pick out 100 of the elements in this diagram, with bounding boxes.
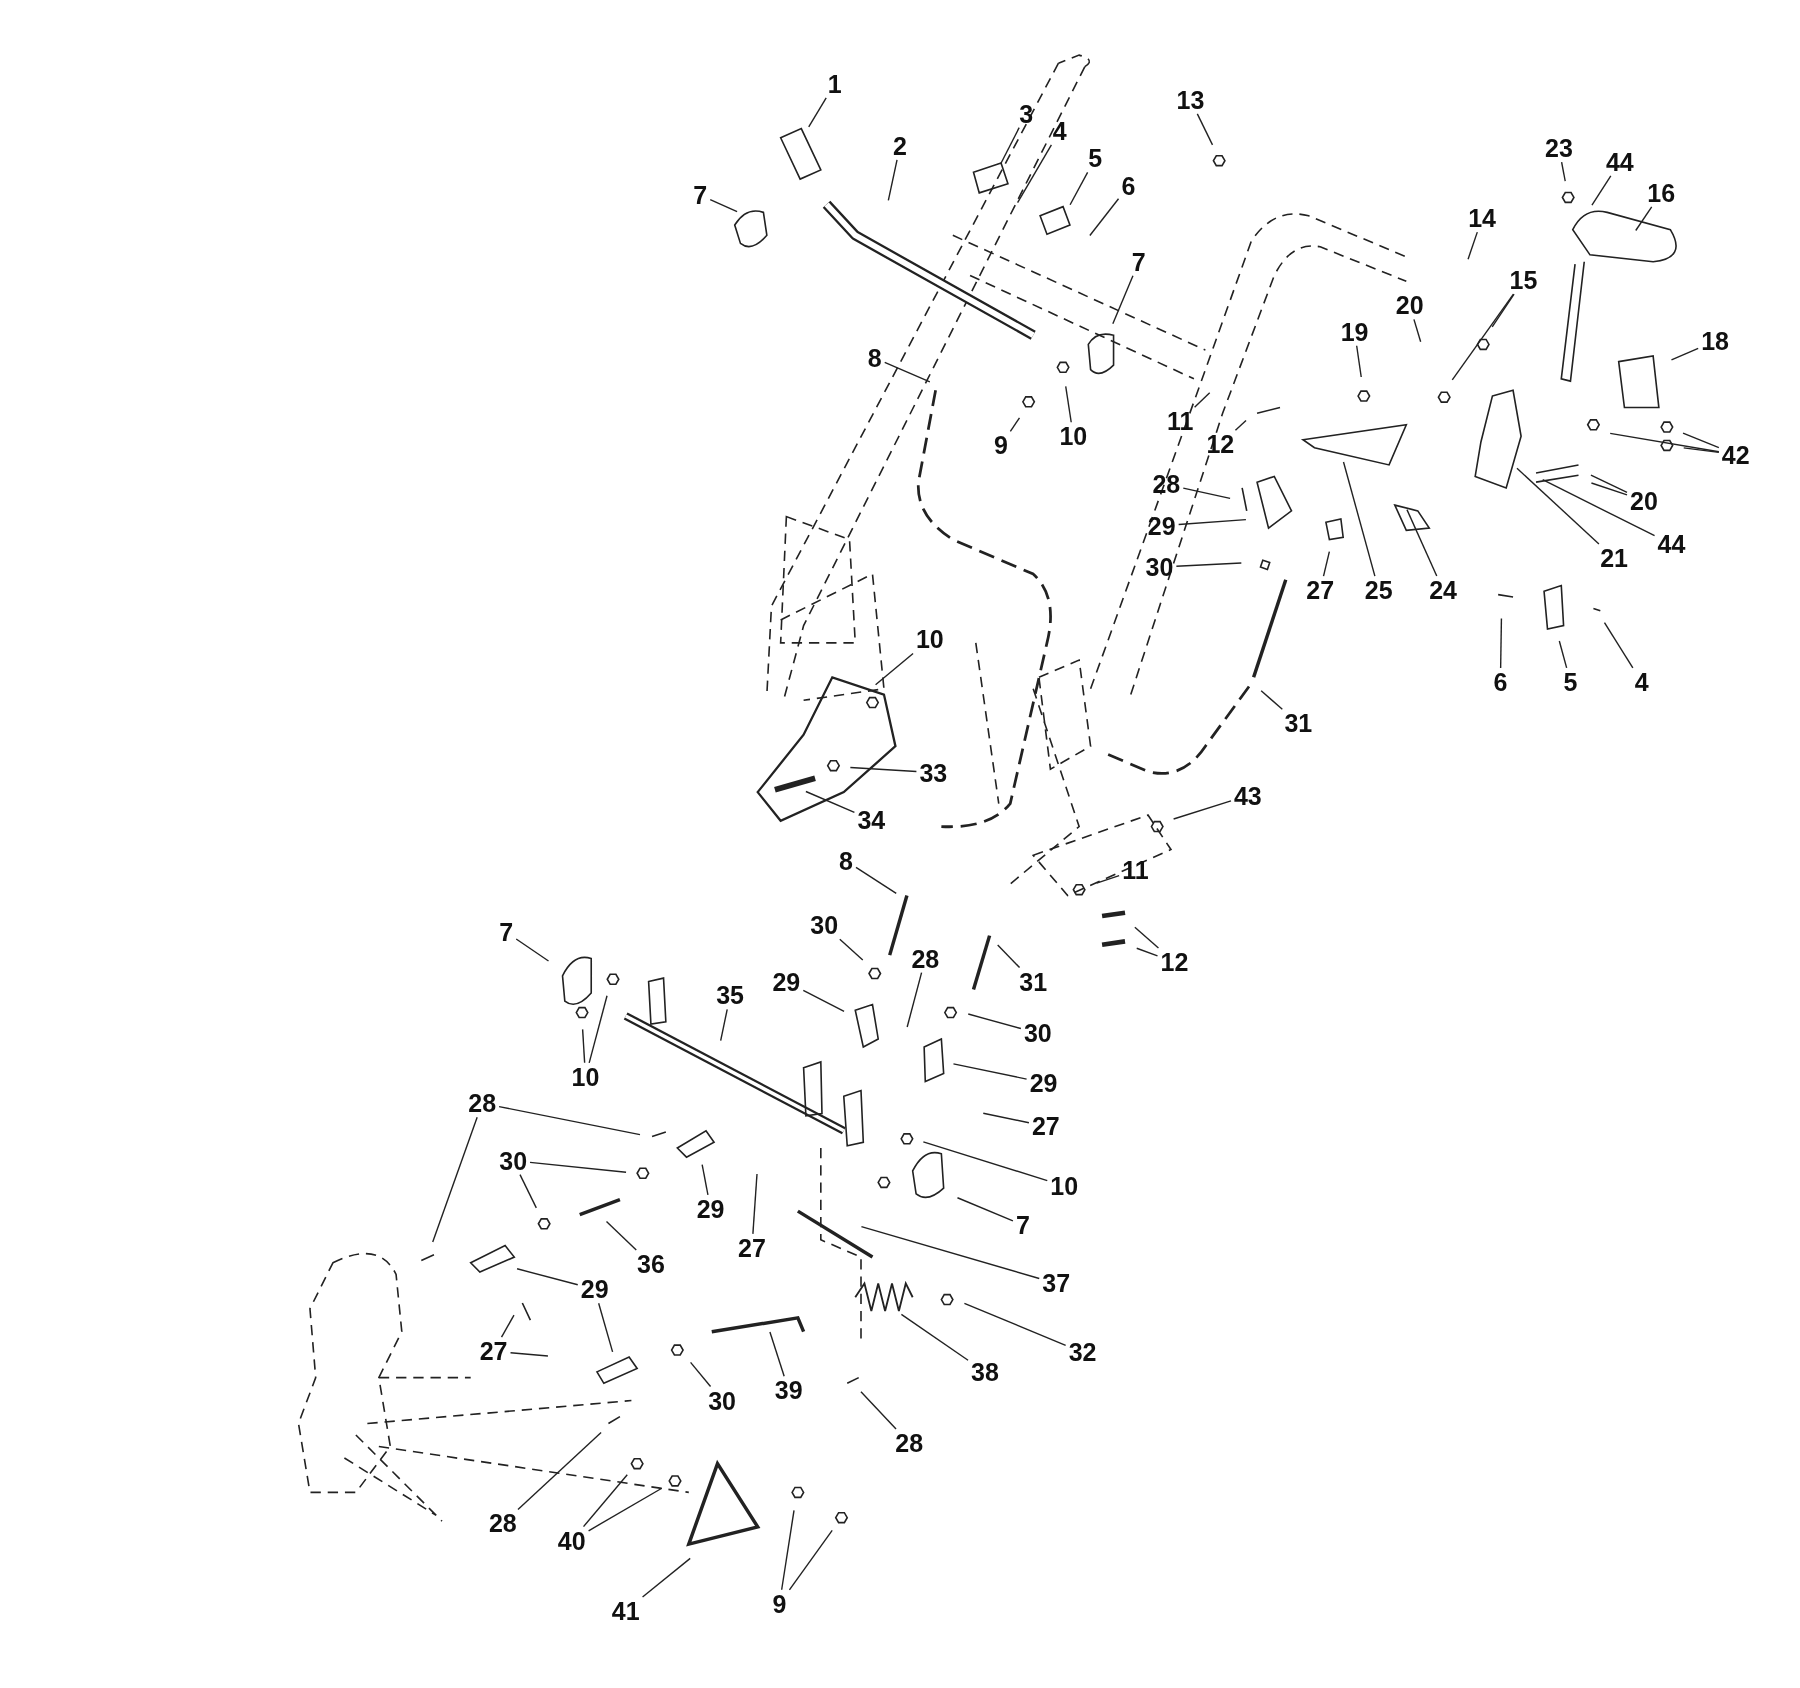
- leader-line: [641, 1557, 691, 1598]
- callout-number: 8: [839, 848, 853, 874]
- leader-line: [1193, 392, 1211, 408]
- callout-number: 19: [1340, 318, 1369, 345]
- leader-line: [967, 1013, 1022, 1030]
- callout-number: 35: [716, 982, 745, 1009]
- leader-line: [498, 1105, 641, 1136]
- callout-number: 10: [1050, 1172, 1079, 1199]
- leader-line: [1177, 518, 1247, 526]
- leader-line: [1558, 640, 1568, 669]
- callout-number: 5: [1088, 145, 1103, 172]
- callout-number: 34: [857, 806, 886, 833]
- leader-line: [709, 198, 738, 213]
- leader-line: [1683, 447, 1720, 454]
- leader-line: [860, 1391, 897, 1430]
- leader-line: [516, 1268, 579, 1286]
- callout-number: 7: [499, 919, 514, 946]
- leader-line: [597, 1302, 614, 1353]
- callout-number: 29: [1029, 1069, 1058, 1096]
- callout-number: 27: [1306, 577, 1335, 604]
- leader-line: [515, 938, 550, 962]
- callout-number: 20: [1630, 487, 1658, 514]
- callout-number: 25: [1364, 577, 1393, 604]
- leader-line: [997, 944, 1021, 969]
- callout-number: 28: [488, 1510, 517, 1537]
- leader-line: [1136, 947, 1159, 957]
- callout-number: 12: [1206, 431, 1235, 458]
- leader-line: [1467, 231, 1478, 260]
- leader-line: [808, 97, 827, 128]
- leader-line: [689, 1361, 712, 1388]
- leader-line: [1499, 617, 1503, 669]
- leader-line: [1609, 432, 1720, 453]
- leader-line: [849, 766, 918, 773]
- leader-line: [1000, 126, 1020, 164]
- leader-line: [860, 1225, 1040, 1280]
- callout-number: 14: [1468, 205, 1496, 232]
- leader-line: [1260, 690, 1283, 710]
- leader-line: [1342, 461, 1376, 577]
- leader-line: [1069, 171, 1089, 206]
- callout-number: 30: [499, 1147, 528, 1174]
- leader-line: [1095, 874, 1120, 884]
- leader-line: [1112, 275, 1134, 325]
- leader-line: [855, 866, 897, 895]
- callout-number: 24: [1429, 577, 1457, 604]
- callout-number: 2: [893, 132, 907, 159]
- leader-line: [587, 1487, 663, 1532]
- leader-line: [720, 1008, 728, 1042]
- callout-number: 7: [693, 182, 708, 209]
- leader-line: [956, 1197, 1014, 1222]
- callout-number: 11: [1122, 857, 1149, 884]
- callout-number: 29: [696, 1195, 725, 1222]
- leader-line: [1516, 467, 1600, 545]
- callout-number: 10: [915, 626, 944, 653]
- leader-line: [1590, 482, 1628, 496]
- callout-number: 31: [1284, 710, 1313, 737]
- leader-line: [1413, 318, 1422, 343]
- leader-line: [1635, 206, 1653, 232]
- callout-number: 42: [1721, 441, 1750, 468]
- callout-number: 36: [637, 1250, 665, 1277]
- leader-line: [1591, 175, 1612, 206]
- leader-line: [963, 1302, 1067, 1347]
- callout-number: 37: [1042, 1270, 1071, 1297]
- callout-number: 9: [994, 432, 1008, 459]
- callout-number: 28: [911, 945, 940, 972]
- leader-line: [1406, 508, 1438, 577]
- leader-line: [1175, 562, 1243, 567]
- callout-number: 9: [772, 1590, 787, 1617]
- leader-line: [605, 1220, 637, 1251]
- callout-number: 28: [1152, 471, 1181, 498]
- leader-line: [1670, 347, 1699, 361]
- leader-line: [1560, 161, 1566, 182]
- callout-number: 43: [1233, 782, 1262, 809]
- leader-line: [1322, 550, 1331, 577]
- leader-line: [500, 1314, 515, 1338]
- leader-line: [1172, 800, 1232, 820]
- leader-line: [1451, 293, 1515, 381]
- callout-number: 30: [810, 912, 839, 939]
- callout-number: 28: [895, 1430, 924, 1457]
- callout-number: 44: [1657, 531, 1686, 558]
- leader-line: [1603, 621, 1634, 669]
- callout-number: 1: [827, 70, 842, 97]
- leader-line: [906, 971, 923, 1028]
- leader-line: [802, 989, 845, 1013]
- callout-number: 5: [1563, 668, 1578, 695]
- callout-number: 12: [1160, 949, 1189, 975]
- leader-line: [982, 1112, 1030, 1124]
- callout-number: 32: [1068, 1339, 1097, 1366]
- leader-line: [701, 1164, 709, 1196]
- leader-line: [887, 159, 898, 201]
- callout-number: 20: [1395, 292, 1424, 319]
- callout-number: 6: [1493, 668, 1508, 695]
- leader-line: [884, 361, 931, 383]
- callout-number: 3: [1019, 100, 1034, 127]
- callout-number: 28: [468, 1090, 497, 1117]
- leader-line: [1541, 479, 1656, 537]
- callout-number: 11: [1166, 408, 1194, 435]
- leader-line: [1355, 345, 1362, 378]
- callout-number: 30: [708, 1387, 736, 1414]
- leader-line: [1016, 144, 1053, 204]
- callout-number: 27: [738, 1234, 766, 1261]
